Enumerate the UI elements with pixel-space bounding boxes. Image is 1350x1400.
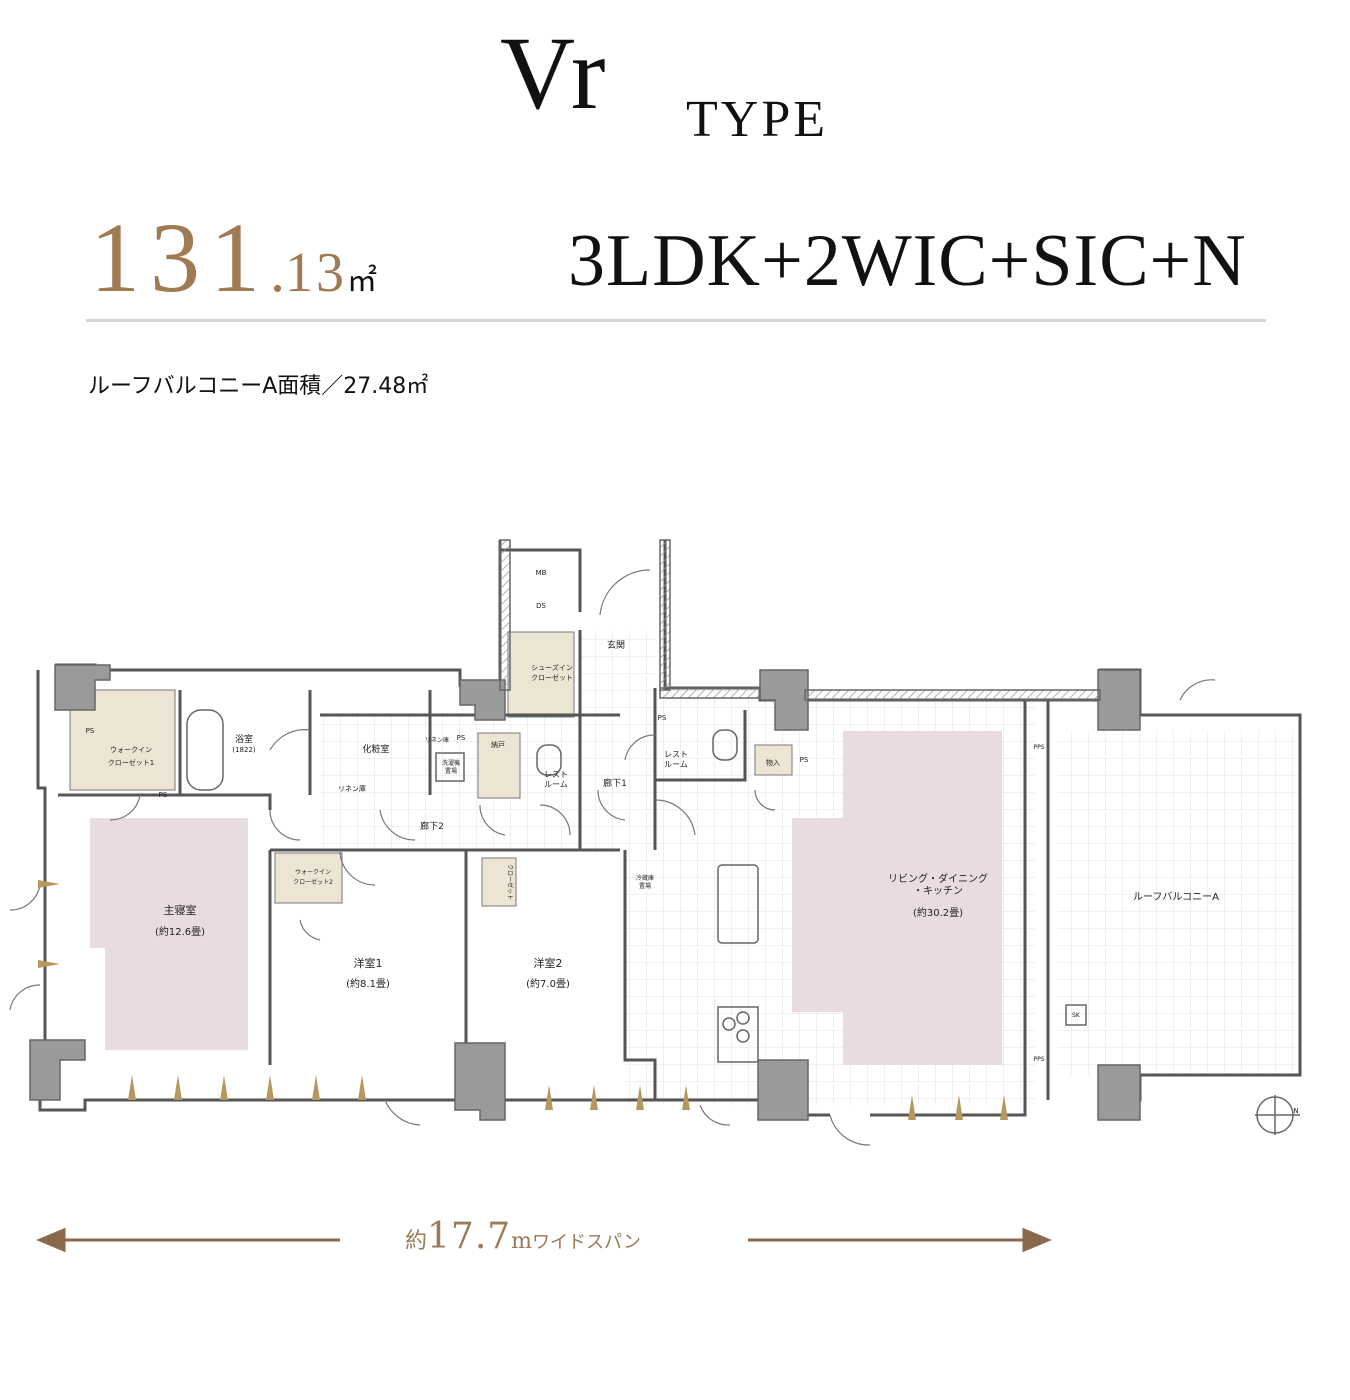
label-hall2: 廊下2 bbox=[420, 820, 444, 832]
label-washer-1: 洗濯機 bbox=[442, 759, 460, 767]
label-ps2: PS bbox=[159, 791, 168, 799]
label-walkin1-2: クローゼット1 bbox=[108, 758, 154, 767]
fixtures bbox=[186, 709, 1300, 1135]
label-master-size: (約12.6畳) bbox=[155, 925, 205, 938]
label-mb: MB bbox=[536, 569, 547, 577]
plan-type: 3LDK+2WIC+SIC+N bbox=[568, 220, 1247, 302]
label-entrance: 玄関 bbox=[607, 639, 625, 651]
label-western1-size: (約8.1畳) bbox=[346, 977, 390, 990]
label-fridge-2: 置場 bbox=[639, 882, 651, 890]
label-powder: 化粧室 bbox=[362, 743, 389, 755]
walkin2-area bbox=[274, 852, 343, 904]
doors bbox=[9, 569, 1216, 1146]
right-arrow-head bbox=[1022, 1227, 1052, 1253]
label-restroom1-2: ルーム bbox=[544, 780, 568, 789]
hall-floor bbox=[320, 715, 620, 850]
span-arrows bbox=[36, 1227, 1052, 1253]
window-markers bbox=[38, 880, 1008, 1120]
label-restroom1-1: レスト bbox=[544, 770, 568, 779]
label-western2: 洋室2 bbox=[534, 956, 563, 970]
label-roof-balcony: ルーフバルコニーA bbox=[1133, 891, 1219, 903]
label-ps3: PS bbox=[457, 734, 466, 742]
label-walkin2-2: クローゼット2 bbox=[293, 878, 333, 886]
label-ldk-1: リビング・ダイニング bbox=[888, 872, 988, 885]
span-label: 約17.7mワイドスパン bbox=[405, 1216, 641, 1257]
floor-area: 131.13㎡ bbox=[90, 200, 377, 315]
label-shoes-closet-1: シューズイン bbox=[531, 663, 573, 672]
label-washer-2: 置場 bbox=[445, 767, 457, 775]
storage2-area bbox=[754, 744, 793, 776]
label-pps1: PPS bbox=[1033, 744, 1044, 751]
type-word: TYPE bbox=[686, 91, 828, 148]
balcony-floor bbox=[1058, 730, 1298, 1075]
floor-plan: MB DS 玄関 シューズイン クローゼット PS ウォークイン クローゼット1… bbox=[9, 539, 1302, 1146]
label-western1: 洋室1 bbox=[354, 956, 383, 970]
label-linen-h: リネン庫 bbox=[338, 784, 366, 793]
label-hall1: 廊下1 bbox=[603, 777, 627, 789]
label-ps5: PS bbox=[800, 756, 809, 764]
label-walkin1-1: ウォークイン bbox=[110, 746, 152, 754]
shoes-closet-area bbox=[507, 631, 575, 718]
span-unit: m bbox=[511, 1229, 533, 1254]
label-linen-v: リネン庫 bbox=[425, 736, 449, 744]
label-restroom2-1: レスト bbox=[664, 750, 688, 759]
label-ldk-2: ・キッチン bbox=[913, 885, 963, 897]
storage-area bbox=[477, 732, 521, 799]
label-master: 主寝室 bbox=[164, 903, 197, 917]
label-fridge-1: 冷蔵庫 bbox=[636, 874, 654, 882]
span-prefix: 約 bbox=[405, 1229, 428, 1254]
area-integer: 131 bbox=[90, 202, 270, 313]
label-restroom2-2: ルーム bbox=[664, 760, 688, 769]
area-decimal: 13 bbox=[285, 242, 347, 304]
span-suffix: ワイドスパン bbox=[532, 1232, 641, 1253]
label-ps1: PS bbox=[86, 727, 95, 735]
type-code: Vr bbox=[500, 16, 608, 131]
closet-area bbox=[481, 857, 517, 907]
left-arrow-head bbox=[36, 1227, 66, 1253]
area-dot: . bbox=[270, 238, 285, 304]
label-shoes-closet-2: クローゼット bbox=[531, 673, 573, 682]
balcony-area-note: ルーフバルコニーA面積／27.48㎡ bbox=[88, 374, 429, 399]
span-number: 17.7 bbox=[427, 1216, 512, 1257]
label-bath: 浴室 bbox=[235, 733, 253, 745]
area-unit: ㎡ bbox=[347, 265, 377, 298]
label-walkin2-1: ウォークイン bbox=[295, 868, 331, 876]
label-storage: 納戸 bbox=[491, 740, 505, 749]
label-storage2: 物入 bbox=[766, 758, 780, 767]
label-ps4: PS bbox=[658, 714, 667, 722]
label-closet: クローゼット bbox=[506, 864, 514, 900]
label-pps2: PPS bbox=[1033, 1056, 1044, 1063]
label-ds: DS bbox=[536, 602, 546, 610]
label-bath-size: (1822) bbox=[232, 746, 256, 754]
divider bbox=[86, 319, 1266, 322]
label-sk: SK bbox=[1072, 1012, 1081, 1019]
label-ldk-size: (約30.2畳) bbox=[913, 906, 963, 919]
label-western2-size: (約7.0畳) bbox=[526, 977, 570, 990]
master-area bbox=[90, 818, 248, 1050]
ldk-area bbox=[792, 731, 1002, 1065]
columns bbox=[29, 539, 1141, 1121]
compass-north: N bbox=[1293, 1107, 1298, 1115]
